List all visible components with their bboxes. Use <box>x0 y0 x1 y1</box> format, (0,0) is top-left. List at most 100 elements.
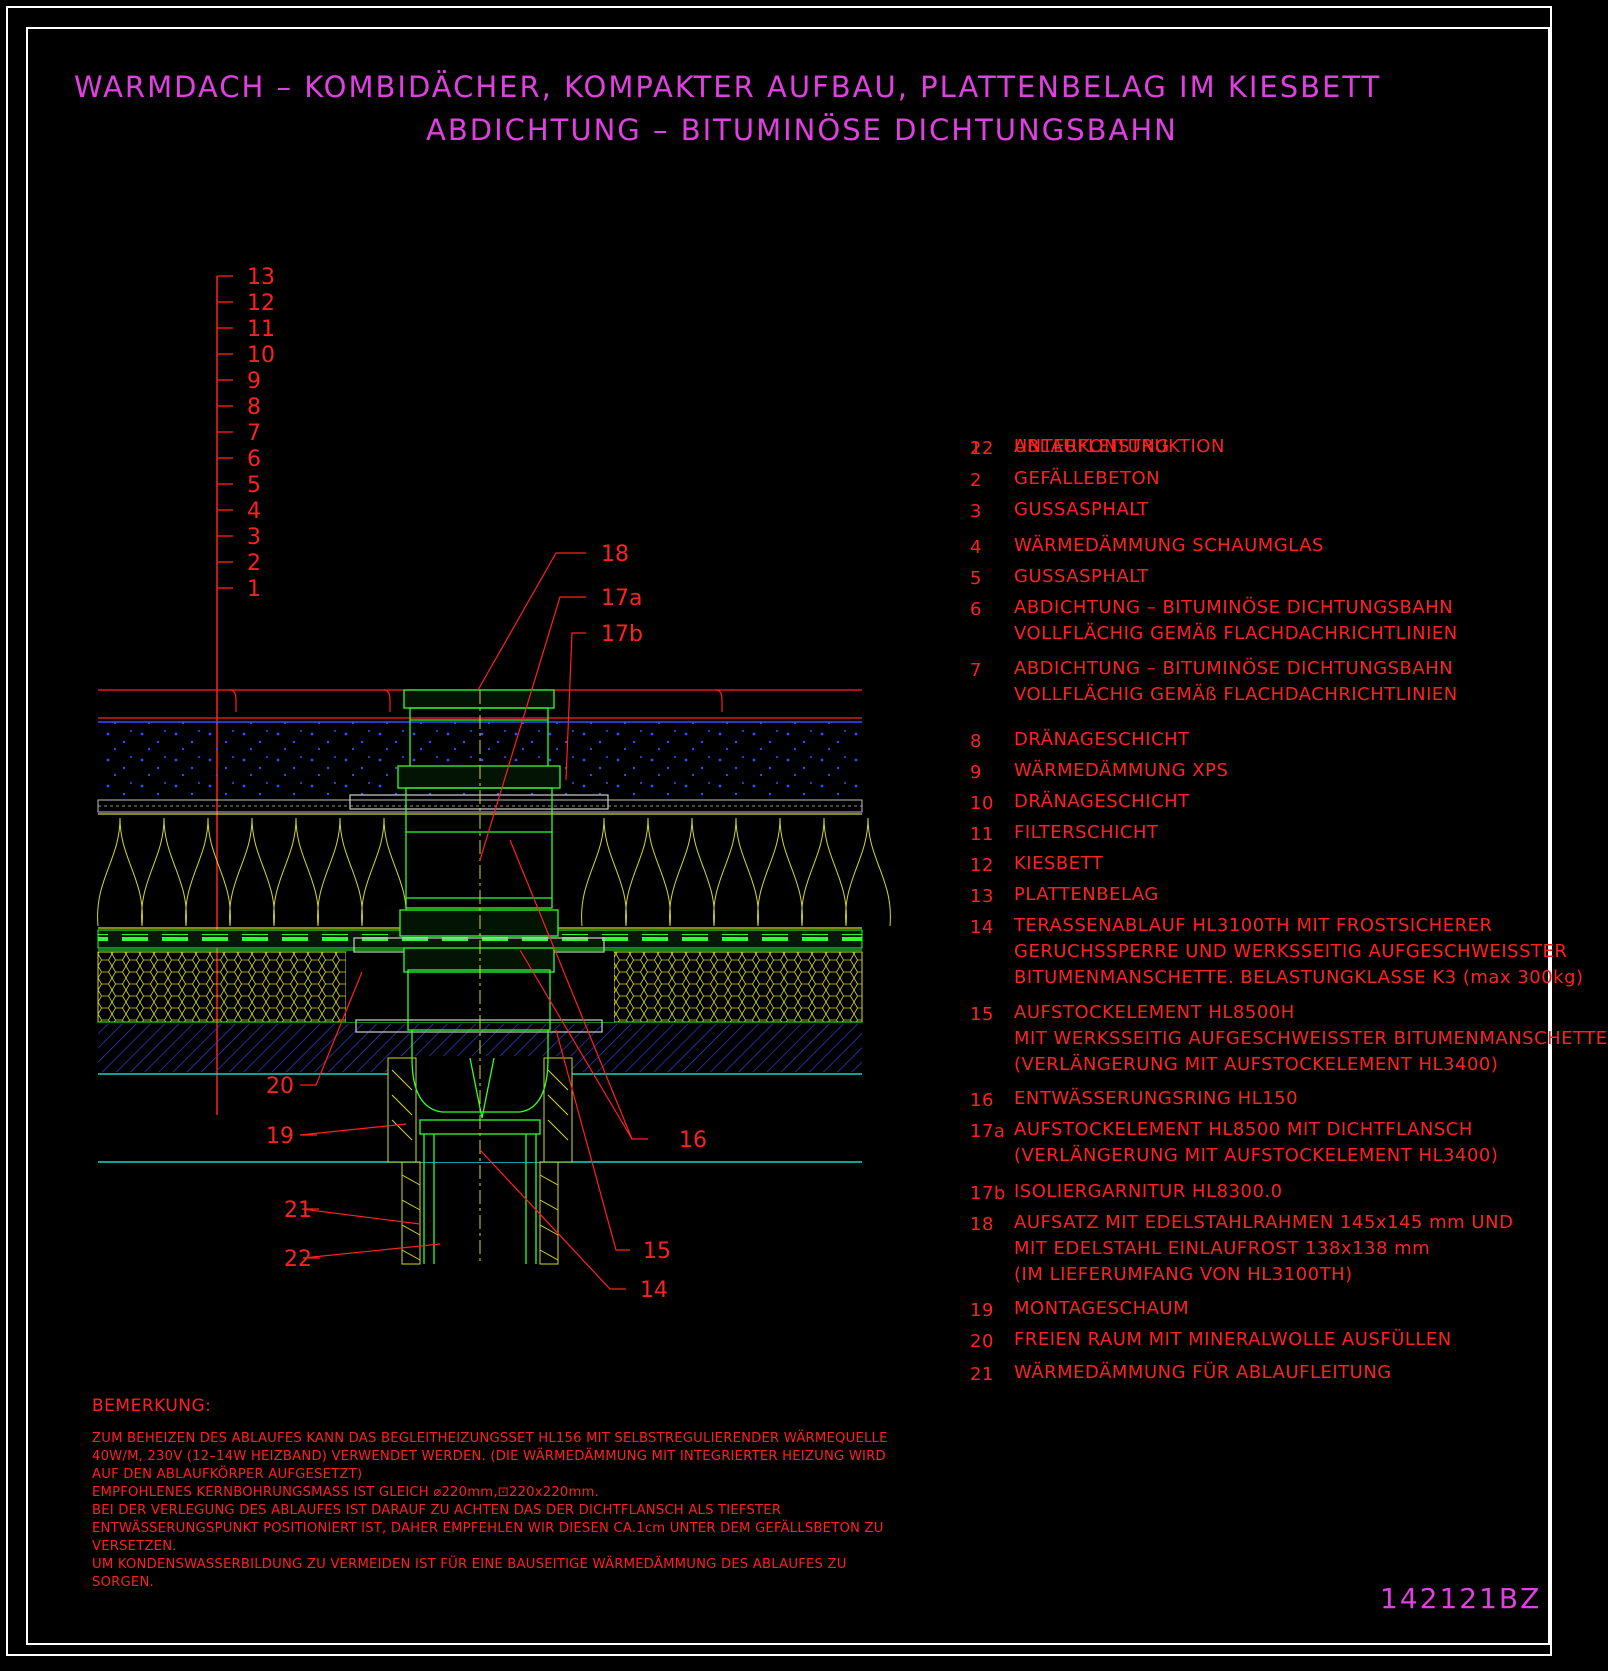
legend-line: ENTWÄSSERUNGSRING HL150 <box>1014 1088 1299 1109</box>
legend-text: UNTERKONSTRUKTION <box>1014 434 1225 460</box>
legend-line: MIT EDELSTAHL EINLAUFROST 138x138 mm <box>1014 1238 1431 1259</box>
xps-loop <box>229 817 275 927</box>
legend-text: WÄRMEDÄMMUNG SCHAUMGLAS <box>1014 533 1324 559</box>
callout-20: 20 <box>266 1074 294 1099</box>
outer-frame <box>6 6 1552 1656</box>
legend-text: AUFSATZ MIT EDELSTAHLRAHMEN 145x145 mm U… <box>1014 1210 1513 1288</box>
remark-line: SORGEN. <box>92 1575 154 1590</box>
legend-line: ABDICHTUNG – BITUMINÖSE DICHTUNGSBAHN <box>1014 658 1454 679</box>
legend-line: GEFÄLLEBETON <box>1014 468 1161 489</box>
callout-14: 14 <box>640 1278 668 1303</box>
legend-number: 6 <box>970 599 982 620</box>
callout-18: 18 <box>601 542 629 567</box>
callout-19: 19 <box>266 1124 294 1149</box>
legend-text: GUSSASPHALT <box>1014 564 1149 590</box>
legend-number: 8 <box>970 731 982 752</box>
legend-line: KIESBETT <box>1014 853 1104 874</box>
pipe-insulation <box>401 1161 559 1265</box>
callout-21: 21 <box>284 1198 312 1223</box>
legend-line: AUFSATZ MIT EDELSTAHLRAHMEN 145x145 mm U… <box>1014 1212 1514 1233</box>
legend-text: ABLAUFLEITUNG <box>1014 434 1170 460</box>
legend-line: WÄRMEDÄMMUNG FÜR ABLAUFLEITUNG <box>1014 1362 1392 1383</box>
title-line-2: ABDICHTUNG – BITUMINÖSE DICHTUNGSBAHN <box>426 113 1178 147</box>
legend-text: ISOLIERGARNITUR HL8300.0 <box>1014 1179 1283 1205</box>
scale-label: 8 <box>247 395 261 420</box>
title-line-1: WARMDACH – KOMBIDÄCHER, KOMPAKTER AUFBAU… <box>74 70 1382 104</box>
legend-text: GUSSASPHALT <box>1014 497 1149 523</box>
callout-17a: 17a <box>601 586 642 611</box>
xps-loop <box>669 817 715 927</box>
legend-text: DRÄNAGESCHICHT <box>1014 727 1190 753</box>
legend-number: 11 <box>970 824 994 845</box>
legend-number: 17b <box>970 1183 1006 1204</box>
remarks-title: BEMERKUNG: <box>92 1396 212 1416</box>
legend-line: FILTERSCHICHT <box>1014 822 1159 843</box>
legend-number: 4 <box>970 537 982 558</box>
xps-loop <box>97 817 143 927</box>
legend-number: 17a <box>970 1121 1006 1142</box>
scale-label: 2 <box>247 551 261 576</box>
callout-15: 15 <box>643 1239 671 1264</box>
scale-label: 12 <box>247 291 275 316</box>
legend-number: 15 <box>970 1004 994 1025</box>
legend-line: BITUMENMANSCHETTE. BELASTUNGKLASSE K3 (m… <box>1014 967 1584 988</box>
legend-line: (VERLÄNGERUNG MIT AUFSTOCKELEMENT HL3400… <box>1014 1054 1499 1075</box>
legend-line: (IM LIEFERUMFANG VON HL3100TH) <box>1014 1264 1353 1285</box>
remark-line: EMPFOHLENES KERNBOHRUNGSMASS IST GLEICH … <box>92 1485 599 1500</box>
legend-line: DRÄNAGESCHICHT <box>1014 729 1190 750</box>
callout-17b: 17b <box>601 622 643 647</box>
legend-line: VOLLFLÄCHIG GEMÄß FLACHDACHRICHTLINIEN <box>1014 623 1458 644</box>
legend-number: 22 <box>970 438 994 459</box>
xps-loop <box>273 817 319 927</box>
callout-22: 22 <box>284 1247 312 1272</box>
xps-loop <box>845 817 891 927</box>
remarks: BEMERKUNG: ZUM BEHEIZEN DES ABLAUFES KAN… <box>92 1396 922 1592</box>
legend-text: PLATTENBELAG <box>1014 882 1159 908</box>
legend-line: ISOLIERGARNITUR HL8300.0 <box>1014 1181 1283 1202</box>
remark-line: 40W/M, 230V (12–14W HEIZBAND) VERWENDET … <box>92 1449 886 1464</box>
scale-label: 5 <box>247 473 261 498</box>
xps-loop <box>757 817 803 927</box>
legend-number: 2 <box>970 470 982 491</box>
legend-text: MONTAGESCHAUM <box>1014 1296 1189 1322</box>
drawing-code: 142121BZ <box>1380 1582 1542 1615</box>
legend-number: 16 <box>970 1090 994 1111</box>
remark-line: ENTWÄSSERUNGSPUNKT POSITIONIERT IST, DAH… <box>92 1521 884 1536</box>
legend-number: 21 <box>970 1364 994 1385</box>
xps-loop <box>713 817 759 927</box>
callout-16: 16 <box>679 1128 707 1153</box>
xps-loop <box>185 817 231 927</box>
xps-loop <box>141 817 187 927</box>
legend-number: 1 <box>970 438 982 459</box>
xps-loop <box>581 817 627 927</box>
inner-frame <box>26 27 1550 1645</box>
legend-number: 14 <box>970 917 994 938</box>
scale-label: 10 <box>247 343 275 368</box>
remark-line: AUF DEN ABLAUFKÖRPER AUFGESETZT) <box>92 1467 363 1482</box>
legend-line: ABDICHTUNG – BITUMINÖSE DICHTUNGSBAHN <box>1014 597 1454 618</box>
legend-text: FILTERSCHICHT <box>1014 820 1159 846</box>
legend-text: DRÄNAGESCHICHT <box>1014 789 1190 815</box>
remarks-body: ZUM BEHEIZEN DES ABLAUFES KANN DAS BEGLE… <box>92 1430 922 1592</box>
legend-number: 10 <box>970 793 994 814</box>
legend-text: GEFÄLLEBETON <box>1014 466 1160 492</box>
legend-line: GUSSASPHALT <box>1014 566 1149 587</box>
legend-line: DRÄNAGESCHICHT <box>1014 791 1190 812</box>
scale-label: 9 <box>247 369 261 394</box>
legend-number: 7 <box>970 660 982 681</box>
legend-line: VOLLFLÄCHIG GEMÄß FLACHDACHRICHTLINIEN <box>1014 684 1458 705</box>
legend-line: PLATTENBELAG <box>1014 884 1159 905</box>
xps-loop <box>625 817 671 927</box>
legend-line: AUFSTOCKELEMENT HL8500H <box>1014 1002 1295 1023</box>
legend-line: FREIEN RAUM MIT MINERALWOLLE AUSFÜLLEN <box>1014 1329 1452 1350</box>
legend-text: ABDICHTUNG – BITUMINÖSE DICHTUNGSBAHN VOL… <box>1014 656 1458 708</box>
scale-label: 1 <box>247 577 261 602</box>
remark-line: BEI DER VERLEGUNG DES ABLAUFES IST DARAU… <box>92 1503 782 1518</box>
legend-line: UNTERKONSTRUKTION <box>1014 436 1225 457</box>
legend-text: AUFSTOCKELEMENT HL8500 MIT DICHTFLANSCH(… <box>1014 1117 1498 1169</box>
xps-loop <box>801 817 847 927</box>
scale-label: 6 <box>247 447 261 472</box>
